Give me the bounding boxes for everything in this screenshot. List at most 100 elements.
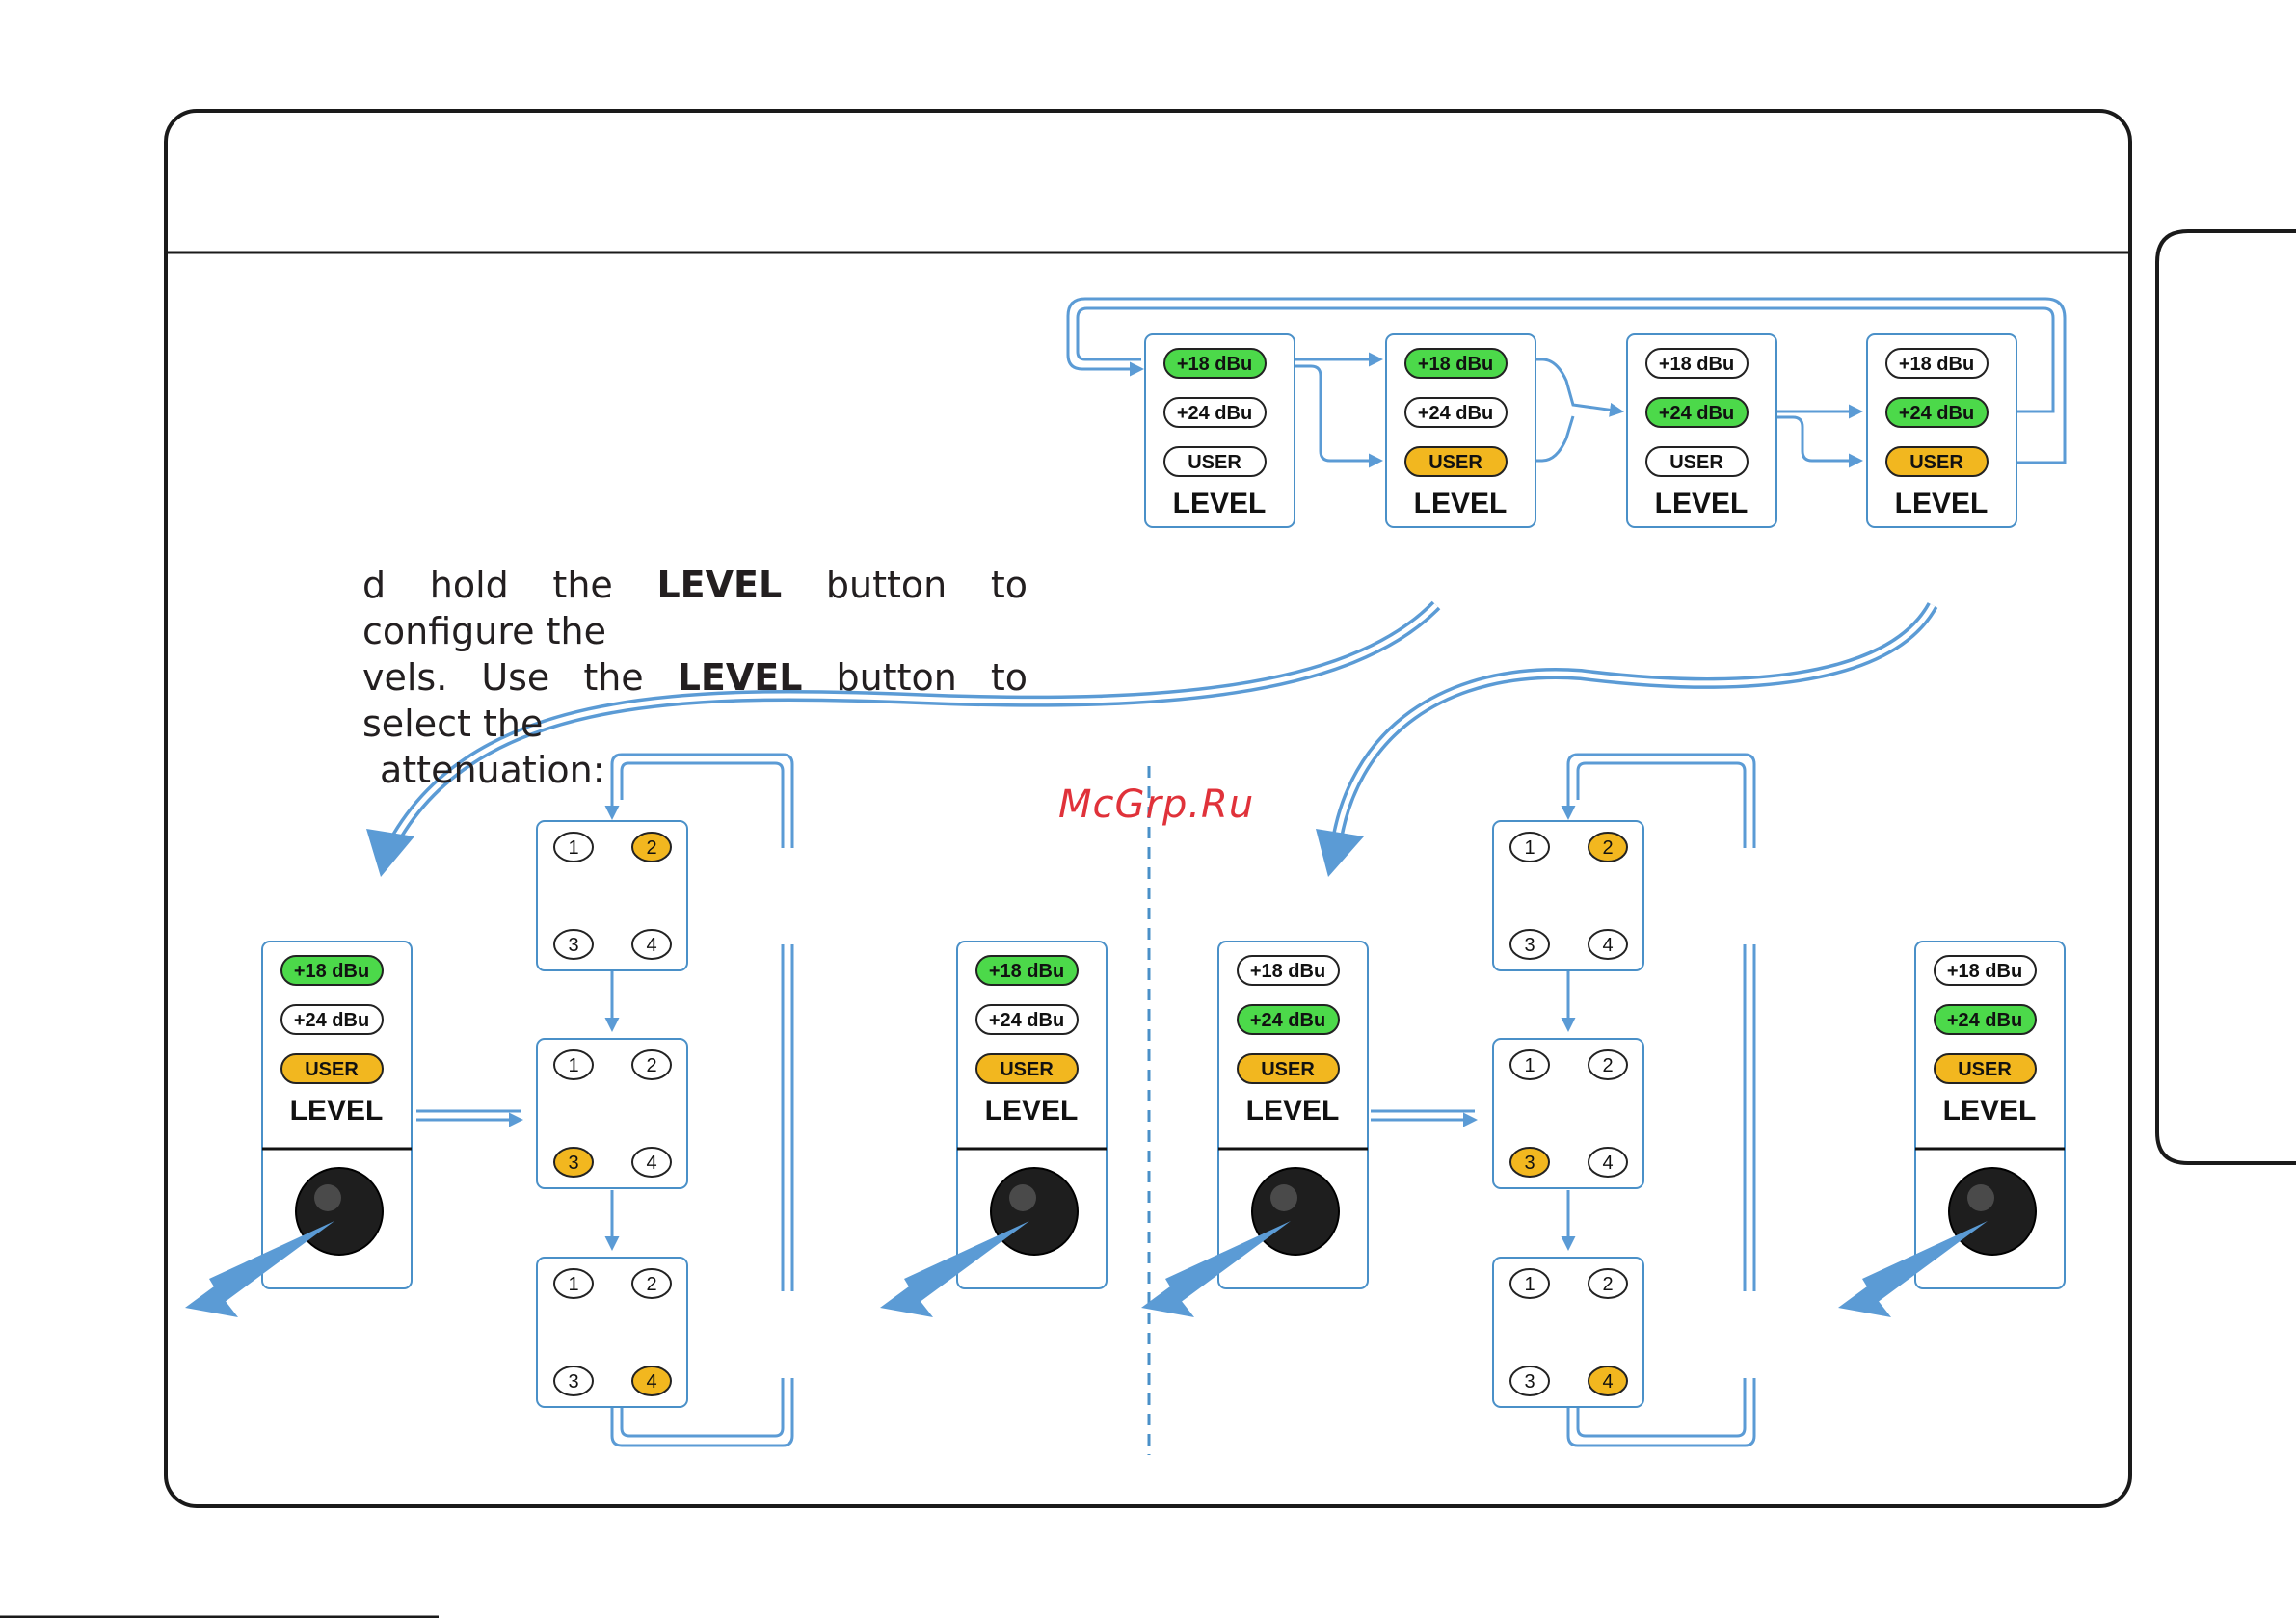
attenuation-led-label: 2 (1602, 1055, 1613, 1076)
led-user: USER (975, 1053, 1079, 1084)
instruction-text: d hold the LEVEL button to configure the… (362, 562, 1028, 793)
led-label: +24 dBu (989, 1010, 1064, 1031)
attenuation-led-2: 2 (631, 1268, 672, 1299)
led-user: USER (1163, 446, 1267, 477)
led-18dbu: +18 dBu (280, 955, 384, 986)
level-label: LEVEL (1414, 488, 1508, 519)
level-knob-button[interactable] (1251, 1167, 1340, 1256)
led-label: USER (1909, 452, 1963, 473)
attenuation-led-4: 4 (1588, 1147, 1628, 1178)
attenuation-led-label: 1 (568, 1274, 578, 1295)
instruction-line-3: attenuation: (380, 749, 605, 791)
attenuation-led-label: 1 (1524, 1055, 1535, 1076)
attenuation-led-1: 1 (1509, 1049, 1550, 1080)
right-section (1371, 753, 1756, 1447)
led-label: +24 dBu (1947, 1010, 2022, 1031)
knob-highlight (1967, 1184, 1994, 1211)
level-knob-button[interactable] (295, 1167, 384, 1256)
level-label: LEVEL (1655, 488, 1749, 519)
led-24dbu: +24 dBu (1934, 1004, 2037, 1035)
left-grid-step: 1 2 3 4 (536, 1038, 688, 1189)
attenuation-led-label: 2 (1602, 837, 1613, 859)
led-label: +24 dBu (1250, 1010, 1325, 1031)
led-24dbu: +24 dBu (280, 1004, 384, 1035)
led-label: +18 dBu (1899, 354, 1974, 375)
level-knob-button[interactable] (1948, 1167, 2037, 1256)
led-18dbu: +18 dBu (1934, 955, 2037, 986)
knob-highlight (1009, 1184, 1036, 1211)
led-18dbu: +18 dBu (1645, 348, 1749, 379)
led-label: USER (305, 1059, 359, 1080)
attenuation-led-4: 4 (631, 1147, 672, 1178)
press-arrow-icon (904, 1221, 1029, 1303)
attenuation-led-2: 2 (1588, 832, 1628, 862)
press-arrow-tail (880, 1286, 933, 1317)
led-label: +24 dBu (1659, 403, 1734, 424)
watermark: McGrp.Ru (1058, 782, 1255, 827)
side-tab-frame (2155, 229, 2296, 1165)
instruction-line-2: vels. Use the LEVEL button to select the (362, 656, 1028, 745)
level-label: LEVEL (1246, 1095, 1340, 1127)
led-user: USER (1885, 446, 1989, 477)
led-label: +18 dBu (294, 961, 369, 982)
led-label: +18 dBu (989, 961, 1064, 982)
attenuation-led-label: 2 (646, 837, 656, 859)
attenuation-led-label: 4 (1602, 1153, 1613, 1174)
attenuation-led-4: 4 (1588, 1366, 1628, 1396)
attenuation-led-label: 2 (646, 1274, 656, 1295)
attenuation-led-1: 1 (553, 1049, 594, 1080)
right-grid-step: 1 2 3 4 (1492, 1038, 1644, 1189)
attenuation-led-2: 2 (1588, 1049, 1628, 1080)
attenuation-led-label: 1 (568, 1055, 578, 1076)
flow-curve-arrows (366, 600, 1938, 877)
attenuation-led-4: 4 (631, 929, 672, 960)
led-label: USER (1958, 1059, 2012, 1080)
led-24dbu: +24 dBu (1237, 1004, 1340, 1035)
press-arrow-tail (1141, 1286, 1194, 1317)
right-grid-step: 1 2 3 4 (1492, 820, 1644, 971)
attenuation-led-3: 3 (1509, 1366, 1550, 1396)
attenuation-led-3: 3 (553, 1366, 594, 1396)
attenuation-led-3: 3 (1509, 1147, 1550, 1178)
outer-frame (164, 109, 2132, 1508)
led-user: USER (280, 1053, 384, 1084)
led-label: +24 dBu (1899, 403, 1974, 424)
led-label: USER (1428, 452, 1482, 473)
attenuation-led-label: 2 (646, 1055, 656, 1076)
led-label: +24 dBu (1418, 403, 1493, 424)
led-label: +18 dBu (1418, 354, 1493, 375)
led-label: +24 dBu (1177, 403, 1252, 424)
level-label: LEVEL (985, 1095, 1079, 1127)
led-label: USER (1261, 1059, 1315, 1080)
attenuation-led-label: 4 (1602, 935, 1613, 956)
led-18dbu: +18 dBu (1237, 955, 1340, 986)
led-label: +18 dBu (1250, 961, 1325, 982)
attenuation-led-3: 3 (553, 1147, 594, 1178)
attenuation-led-label: 1 (568, 837, 578, 859)
attenuation-led-1: 1 (553, 1268, 594, 1299)
attenuation-led-1: 1 (1509, 832, 1550, 862)
attenuation-led-label: 4 (1602, 1371, 1613, 1393)
attenuation-led-4: 4 (631, 1366, 672, 1396)
led-18dbu: +18 dBu (975, 955, 1079, 986)
attenuation-led-label: 3 (568, 1371, 578, 1393)
led-label: +24 dBu (294, 1010, 369, 1031)
led-user: USER (1404, 446, 1508, 477)
led-user: USER (1934, 1053, 2037, 1084)
attenuation-led-2: 2 (1588, 1268, 1628, 1299)
attenuation-led-label: 3 (1524, 1153, 1535, 1174)
level-label: LEVEL (1943, 1095, 2037, 1127)
knob-highlight (314, 1184, 341, 1211)
level-knob-button[interactable] (990, 1167, 1079, 1256)
left-grid-step: 1 2 3 4 (536, 1257, 688, 1408)
attenuation-led-label: 3 (1524, 935, 1535, 956)
